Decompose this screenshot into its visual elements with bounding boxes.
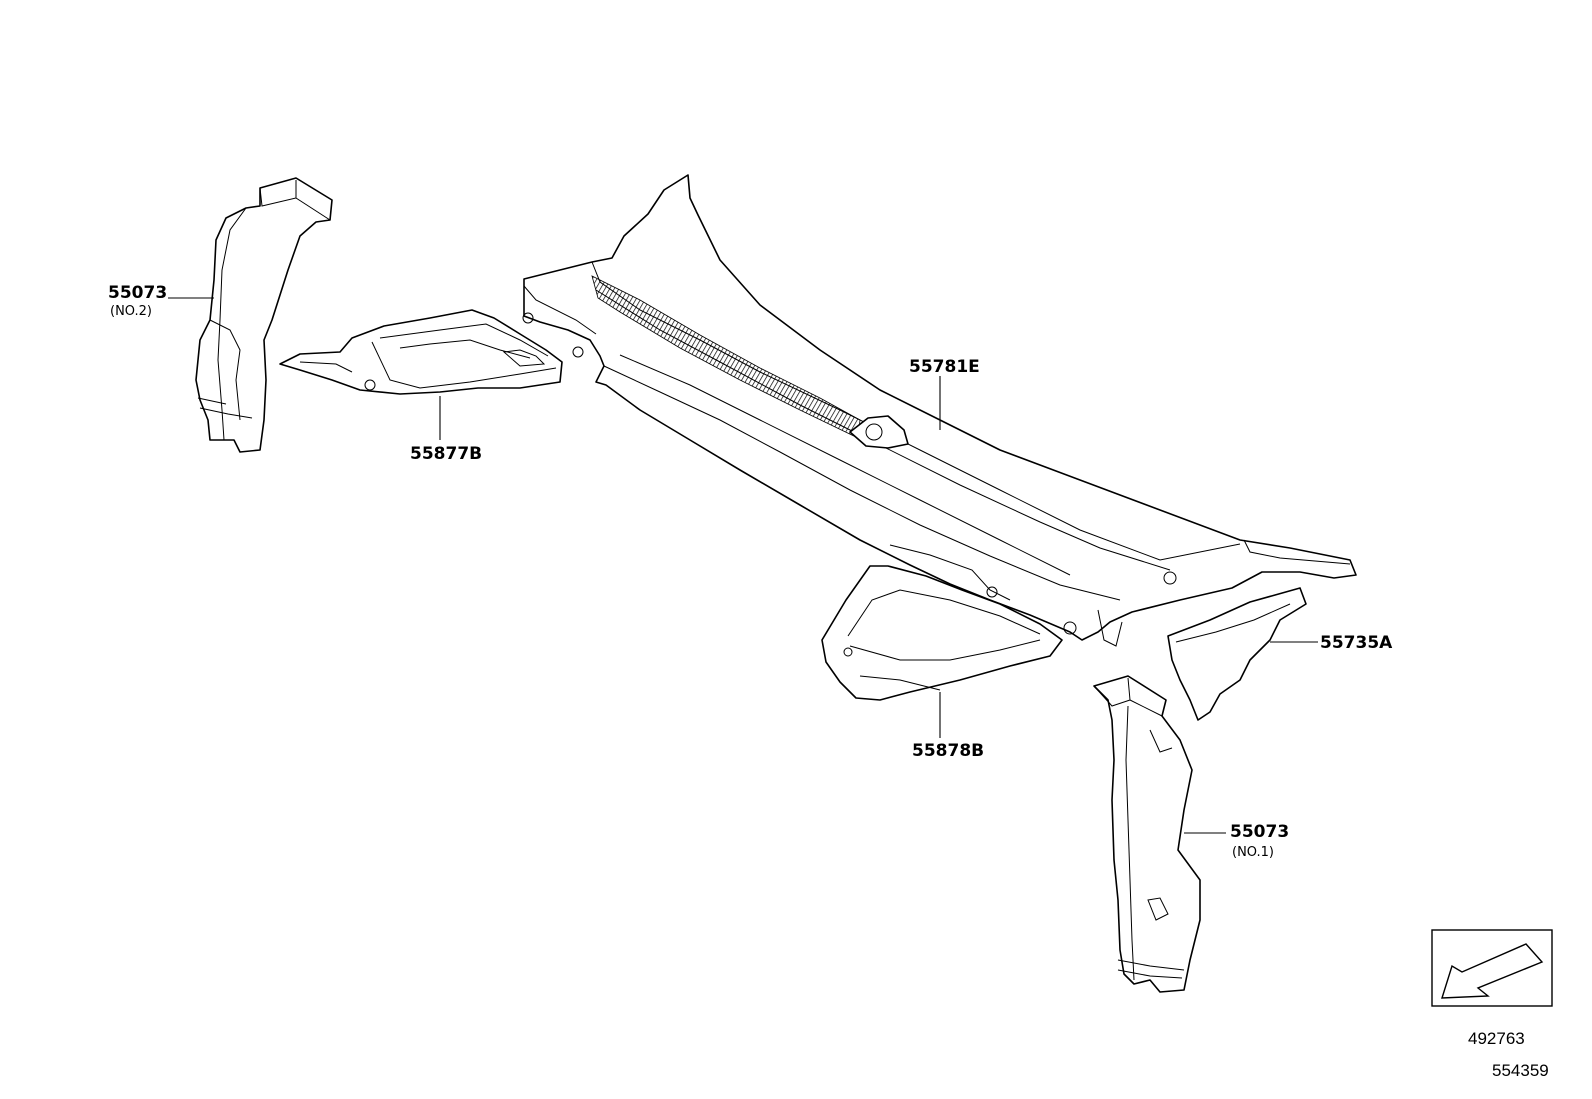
air-duct-no2 <box>195 177 333 453</box>
front-direction-box <box>1431 929 1553 1007</box>
leader-lines <box>168 297 1318 834</box>
cowl-seal <box>1167 587 1307 721</box>
note-no1: (NO.1) <box>1232 845 1274 860</box>
label-55073-no2: 55073 <box>108 283 167 303</box>
label-55735a: 55735A <box>1320 633 1393 653</box>
air-duct-no1 <box>1093 675 1201 993</box>
cowl-side-panel-right <box>821 565 1063 701</box>
label-55781e: 55781E <box>909 357 980 377</box>
cowl-top-panel <box>522 174 1357 647</box>
label-55878b: 55878B <box>912 741 984 761</box>
note-no2: (NO.2) <box>110 304 152 319</box>
label-55877b: 55877B <box>410 444 482 464</box>
sub-id: 554359 <box>1492 1061 1549 1080</box>
label-55073-no1: 55073 <box>1230 822 1289 842</box>
illustration-id: 492763 <box>1468 1029 1525 1048</box>
cowl-side-panel-left <box>279 309 563 395</box>
direction-arrow-icon <box>1441 943 1544 999</box>
